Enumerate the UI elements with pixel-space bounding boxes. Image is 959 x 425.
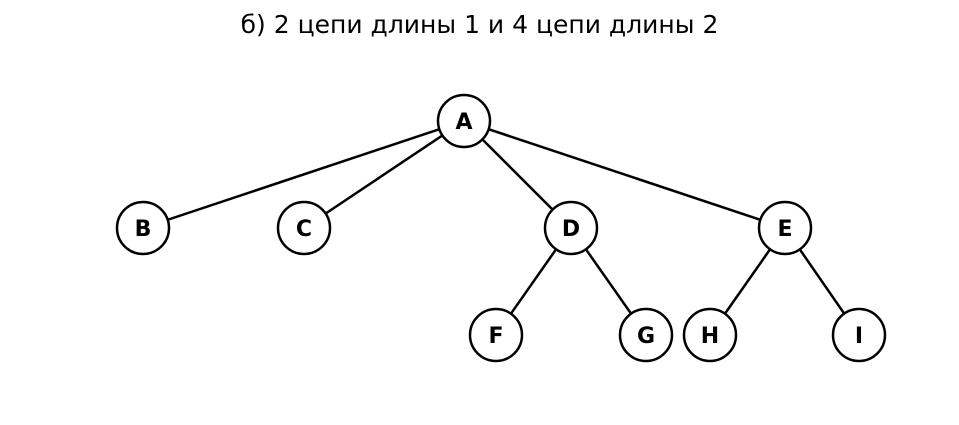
node-G [618, 307, 674, 363]
node-label-E: E [777, 217, 792, 242]
node-C [276, 200, 332, 256]
node-A [436, 93, 492, 149]
node-E [757, 200, 813, 256]
node-label-D: D [562, 217, 580, 242]
node-label-H: H [701, 324, 719, 349]
edge-A-E [463, 119, 786, 230]
node-label-B: B [135, 217, 152, 242]
node-I [831, 307, 887, 363]
node-label-G: G [637, 324, 655, 349]
node-label-A: A [455, 110, 472, 135]
node-D [543, 200, 599, 256]
node-label-I: I [855, 324, 863, 349]
node-F [468, 307, 524, 363]
node-B [115, 200, 171, 256]
diagram-title: б) 2 цепи длины 1 и 4 цепи длины 2 [240, 10, 719, 39]
edge-A-C [303, 119, 465, 230]
edge-A-B [142, 119, 465, 230]
node-label-C: C [296, 217, 312, 242]
node-label-F: F [488, 324, 503, 349]
node-H [682, 307, 738, 363]
